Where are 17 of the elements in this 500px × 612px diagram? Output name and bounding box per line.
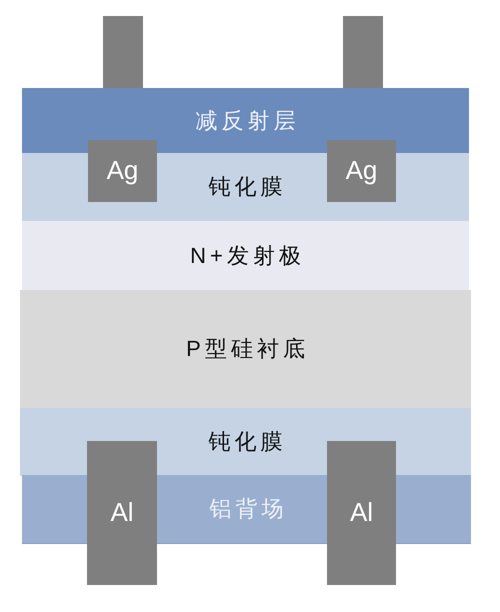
contact-label: Al	[110, 498, 134, 528]
contact-label: Ag	[346, 156, 378, 186]
layer-label: P型硅衬底	[186, 336, 309, 362]
front-contact	[88, 140, 157, 202]
emitter-layer	[22, 221, 469, 291]
layer-label: 减反射层	[196, 108, 300, 134]
layer-label: N+发射极	[190, 243, 305, 269]
contact-label: Al	[350, 498, 374, 528]
anti-reflection-layer	[22, 88, 469, 154]
contact-label: Ag	[106, 156, 138, 186]
front-contact	[327, 140, 396, 202]
layer-label: 钝化膜	[208, 429, 286, 455]
layer-label: 铝背场	[210, 496, 288, 522]
substrate-layer	[20, 290, 471, 408]
layer-label: 钝化膜	[208, 174, 286, 200]
rear-contact	[327, 441, 396, 585]
rear-contact	[87, 441, 157, 585]
